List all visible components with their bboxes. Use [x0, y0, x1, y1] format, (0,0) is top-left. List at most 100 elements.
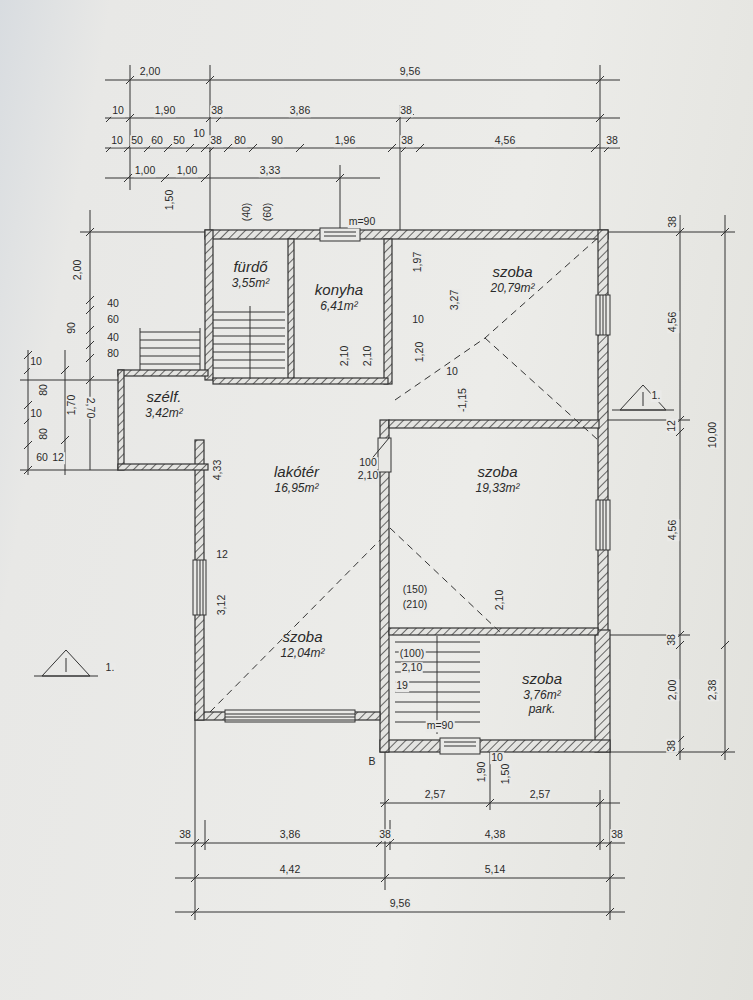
- dimension-text: B: [367, 756, 376, 768]
- dimension-text: 10: [445, 366, 459, 378]
- dimension-text: 100: [358, 457, 378, 469]
- room-name: szoba: [282, 628, 322, 646]
- room-label: szoba3,76m²park.: [487, 655, 597, 731]
- room-area: 20,79m²: [490, 281, 534, 295]
- dimension-text: 38: [605, 135, 619, 147]
- dimension-text: (150): [402, 584, 429, 596]
- dimension-lines: [24, 228, 94, 474]
- dimension-text: m=90: [426, 720, 455, 732]
- dimension-label: 2,57: [529, 789, 551, 801]
- dimension-text: 80: [38, 427, 50, 441]
- dimension-label: 10: [29, 408, 43, 420]
- section-marks: [34, 658, 98, 676]
- dimension-text: 60: [35, 452, 49, 464]
- dimension-lines: [20, 470, 118, 471]
- dimension-label: 9,56: [389, 898, 411, 910]
- walls: [205, 230, 213, 380]
- section-marks: [34, 385, 674, 676]
- dimension-label: 12: [215, 549, 229, 561]
- walls: [205, 230, 608, 239]
- room-label: szélf.3,42m²: [121, 377, 207, 431]
- dimension-text: 38: [667, 215, 679, 229]
- room-area: 19,33m²: [475, 481, 519, 495]
- dimension-text: 60: [106, 314, 120, 326]
- dimension-label: 38: [209, 135, 223, 147]
- windows-doors: [440, 738, 480, 754]
- dimension-label: 12: [51, 452, 65, 464]
- dimension-lines: [130, 65, 131, 190]
- dimension-text: 80: [38, 383, 50, 397]
- dimension-text: 1,50: [164, 189, 176, 211]
- dimension-label: 2,10: [362, 345, 374, 367]
- dimension-lines: [106, 76, 612, 182]
- dimension-lines: [90, 210, 91, 470]
- dimension-label: 38: [178, 829, 192, 841]
- dimension-text: 10,00: [707, 421, 719, 449]
- dimension-text: 5,14: [484, 864, 506, 876]
- dimension-lines: [610, 635, 690, 636]
- room-area: 12,04m²: [280, 646, 324, 660]
- room-label: lakótér16,95m²: [212, 450, 381, 509]
- dimension-label: 4,56: [667, 519, 679, 541]
- dimension-label: 2,57: [424, 789, 446, 801]
- dimension-label: 10: [110, 135, 124, 147]
- dimension-label: 10: [29, 356, 43, 368]
- dimension-text: 2,10: [401, 662, 423, 674]
- dimension-label: 4,56: [667, 311, 679, 333]
- dimension-label: 90: [270, 135, 284, 147]
- dimension-lines: [380, 803, 620, 804]
- dimension-text: 10: [29, 356, 43, 368]
- dimension-text: (100): [399, 648, 426, 660]
- dimension-label: 1,50: [164, 189, 176, 211]
- dimension-label: 3,86: [279, 829, 301, 841]
- dimension-label: 60: [150, 135, 164, 147]
- roof-lines: [485, 338, 598, 440]
- dimension-text: 38: [666, 739, 678, 753]
- dimension-label: 1,96: [334, 135, 356, 147]
- stairs: [213, 306, 285, 378]
- room-area: 3,42m²: [145, 406, 182, 420]
- dimension-text: 3,12: [216, 594, 228, 616]
- section-marks: [612, 392, 674, 410]
- dimension-label: 2,70: [84, 397, 96, 419]
- dimension-label: 10,00: [707, 421, 719, 449]
- dimension-label: 4,56: [494, 135, 516, 147]
- dimension-label: 3,33: [259, 165, 281, 177]
- dimension-text: 80: [106, 348, 120, 360]
- dimension-label: 10: [445, 366, 459, 378]
- dimension-lines: [20, 65, 735, 920]
- dimension-text: (210): [402, 599, 429, 611]
- dimension-label: 60: [35, 452, 49, 464]
- walls: [380, 740, 610, 752]
- dimension-label: 2,10: [401, 662, 423, 674]
- dimension-text: 38: [400, 135, 414, 147]
- dimension-label: 1,97: [412, 251, 424, 273]
- dimension-label: 50: [130, 135, 144, 147]
- dimension-label: 1,00: [134, 165, 156, 177]
- dimension-label: 2,10: [339, 345, 351, 367]
- walls: [389, 420, 599, 428]
- walls: [213, 378, 388, 384]
- dimension-text: 90: [270, 135, 284, 147]
- dimension-label: 3,86: [289, 105, 311, 117]
- dimension-text: 1,00: [176, 165, 198, 177]
- dimension-label: 2,10: [357, 470, 379, 482]
- room-label: szoba19,33m²: [397, 450, 598, 509]
- dimension-text: 19: [395, 680, 409, 692]
- dimension-label: (150): [402, 584, 429, 596]
- stairs: [395, 636, 480, 734]
- stairs: [140, 328, 200, 370]
- dimension-text: 2,38: [707, 679, 719, 701]
- dimension-label: 19: [395, 680, 409, 692]
- windows-doors: [596, 500, 610, 550]
- dimension-lines: [195, 720, 196, 920]
- walls: [118, 464, 208, 470]
- dimension-text: 60: [150, 135, 164, 147]
- dimension-lines: [175, 843, 625, 844]
- dimension-text: 38: [399, 105, 413, 117]
- dimension-text: 12: [215, 549, 229, 561]
- dimension-label: m=90: [426, 720, 455, 732]
- dimension-text: 10: [192, 128, 206, 140]
- dimension-text: 4,56: [494, 135, 516, 147]
- dimension-text: 1.: [651, 390, 662, 402]
